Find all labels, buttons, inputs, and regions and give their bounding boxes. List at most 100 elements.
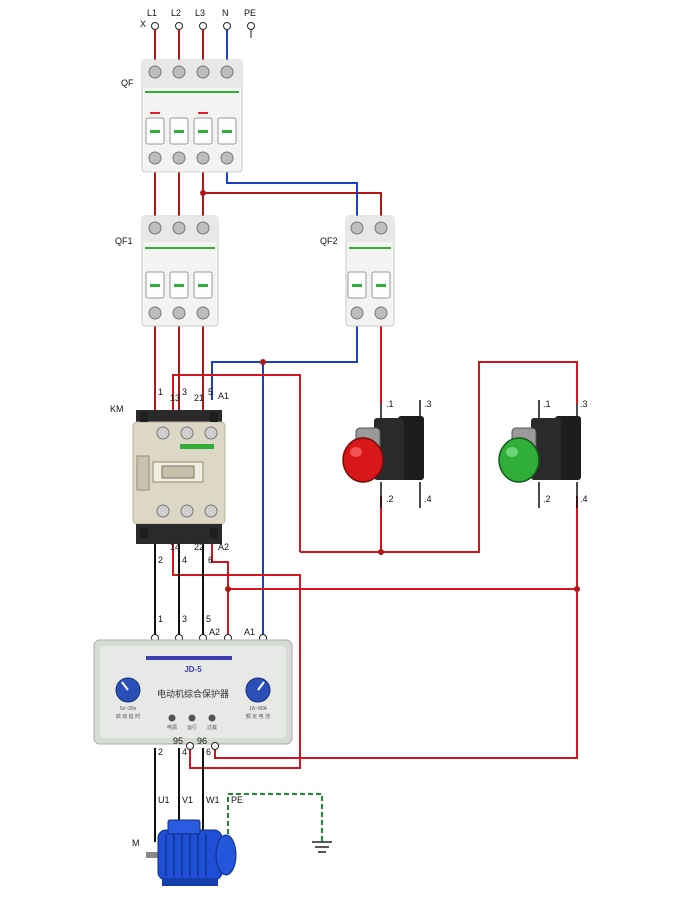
screw-icon: [374, 221, 388, 235]
supply-label-l3: L3: [195, 8, 205, 18]
screw-icon: [196, 151, 210, 165]
supply-label-l1: L1: [147, 8, 157, 18]
breaker-indicator: [222, 130, 232, 133]
current-knob-caption: 额 定 电 流: [246, 713, 270, 720]
start-contact-block: [555, 416, 581, 480]
motor-foot: [162, 878, 218, 886]
screw-icon: [220, 151, 234, 165]
current-knob-range: 1A~80A: [249, 706, 268, 712]
km-label-5: 5: [208, 387, 213, 397]
start-label-2: .2: [543, 494, 551, 504]
protector-name: 电动机综合保护器: [157, 688, 229, 700]
junction-dot: [378, 549, 384, 555]
screw-icon: [172, 221, 186, 235]
supply-label-l2: L2: [171, 8, 181, 18]
delay-knob-range: 5s~30s: [120, 706, 137, 712]
motor-shaft: [146, 852, 162, 858]
breaker-qf-tag: QF: [121, 78, 134, 88]
motor-label-u1: U1: [158, 795, 170, 805]
protector-label-95: 95: [173, 736, 183, 746]
junction-dot: [574, 586, 580, 592]
screw-icon: [172, 151, 186, 165]
start-label-1: .1: [543, 399, 551, 409]
protector-terminal: [186, 742, 194, 750]
motor-protector: 1 3 5 A2 A1 JD-5 电动机综合保护器 5s~30s 启 动 延 时…: [93, 614, 293, 757]
protector-label-5: 5: [206, 614, 211, 624]
screw-icon: [148, 306, 162, 320]
wire-km14-loop: [172, 543, 301, 769]
stop-label-1: .1: [386, 399, 394, 409]
terminal-l1: [151, 22, 159, 30]
motor-label-pe: PE: [231, 795, 243, 805]
start-button-highlight: [506, 447, 518, 457]
km-label-a2: A2: [218, 542, 229, 552]
protector-label-a2: A2: [209, 627, 220, 637]
motor: M U1 V1 W1 PE: [132, 795, 243, 886]
screw-icon: [148, 65, 162, 79]
indicator-led: [168, 714, 176, 722]
motor-terminal-box: [167, 819, 201, 835]
protector-label-2: 2: [158, 747, 163, 757]
junction-dot: [260, 359, 266, 365]
km-label-4: 4: [182, 555, 187, 565]
indicator-label-overload: 过载: [207, 724, 217, 731]
terminal-l2: [175, 22, 183, 30]
protector-label-a1: A1: [244, 627, 255, 637]
km-label-13: 13: [170, 393, 180, 403]
supply-x-mark: X: [140, 19, 146, 29]
wire-qf2-phase-feed: [203, 192, 382, 218]
wires: [154, 30, 578, 842]
breaker-indicator: [174, 284, 184, 287]
start-button: .1 .3 .2 .4: [498, 399, 588, 508]
earth-ground-icon: [312, 841, 332, 853]
motor-tag: M: [132, 838, 140, 848]
indicator-label-run: 运行: [187, 724, 197, 731]
junction-dot: [225, 586, 231, 592]
contactor-terminal: [210, 412, 218, 422]
protector-model: JD-5: [184, 665, 202, 674]
screw-icon: [156, 426, 170, 440]
km-label-14: 14: [170, 542, 180, 552]
start-button-cap: [498, 437, 540, 483]
screw-icon: [374, 306, 388, 320]
protector-terminal: [211, 742, 219, 750]
contactor-side-tab: [136, 455, 150, 491]
junction-dots: [200, 190, 580, 592]
breaker-qf1-tag: QF1: [115, 236, 133, 246]
stop-label-4: .4: [424, 494, 432, 504]
wire-stop-to-km13: [172, 374, 301, 552]
stop-label-2: .2: [386, 494, 394, 504]
start-label-3: .3: [580, 399, 588, 409]
screw-icon: [350, 306, 364, 320]
screw-icon: [196, 65, 210, 79]
screw-icon: [180, 504, 194, 518]
delay-knob-caption: 启 动 延 时: [116, 713, 140, 720]
breaker-indicator: [150, 284, 160, 287]
breaker-qf2-tag: QF2: [320, 236, 338, 246]
contactor-green-label: [180, 444, 214, 449]
breaker-indicator: [150, 130, 160, 133]
breaker-indicator: [174, 130, 184, 133]
breaker-indicator: [198, 284, 208, 287]
terminal-n: [223, 22, 231, 30]
contactor-km: KM 1 13 3 21 5 A1 2 14 4: [110, 387, 229, 565]
screw-icon: [180, 426, 194, 440]
terminal-pe: [247, 22, 255, 30]
wire-qf2-neutral-feed: [226, 170, 358, 218]
wire-km-a2: [211, 543, 229, 589]
breaker-indicator: [376, 284, 386, 287]
breaker-trip-mark: [198, 112, 208, 114]
breaker-qf2: QF2: [320, 215, 395, 327]
screw-icon: [204, 504, 218, 518]
indicator-led: [208, 714, 216, 722]
indicator-led: [188, 714, 196, 722]
wire-stop-to-start: [300, 361, 578, 553]
stop-contact-block: [398, 416, 424, 480]
screw-icon: [196, 221, 210, 235]
indicator-label-power: 电源: [167, 724, 177, 731]
km-label-21: 21: [194, 393, 204, 403]
km-label-3: 3: [182, 387, 187, 397]
wire-neutral-control: [211, 325, 358, 400]
screw-icon: [350, 221, 364, 235]
